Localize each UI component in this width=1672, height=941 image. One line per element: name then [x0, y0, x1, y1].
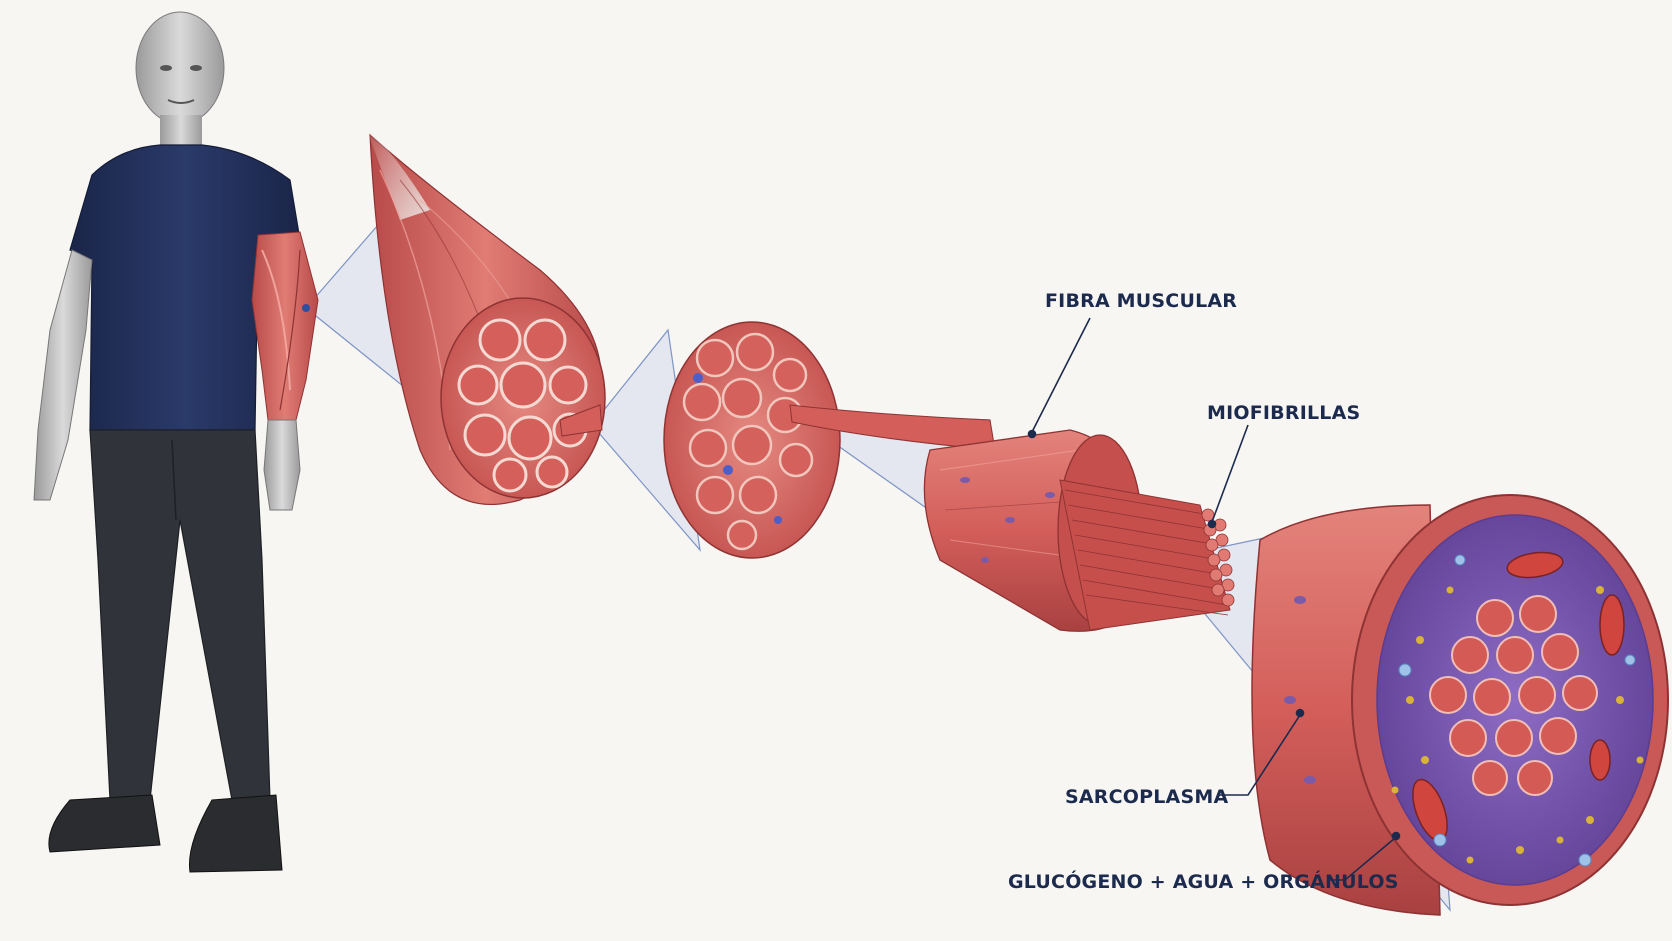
leader-miofibrillas: [1211, 424, 1249, 523]
label-glucogeno: GLUCÓGENO + AGUA + ORGÁNULOS: [1008, 869, 1399, 893]
arm-muscle-icon: [251, 231, 319, 421]
label-miofibrillas: MIOFIBRILLAS: [1207, 402, 1360, 424]
leader-fibra: [1031, 317, 1091, 433]
myofibrils-icon: [1059, 479, 1235, 631]
muscle-bundle-icon: [365, 125, 606, 505]
fascicle-icon: [663, 321, 996, 559]
leader-sarcoplasma: [1218, 714, 1301, 796]
label-sarcoplasma: SARCOPLASMA: [1065, 786, 1228, 808]
human-figure-icon: [33, 11, 319, 873]
leader-lines: [1027, 317, 1401, 881]
leader-glucogeno: [1330, 837, 1396, 881]
fiber-cross-section-icon: [1251, 494, 1669, 916]
label-fibra-muscular: FIBRA MUSCULAR: [1045, 290, 1237, 312]
